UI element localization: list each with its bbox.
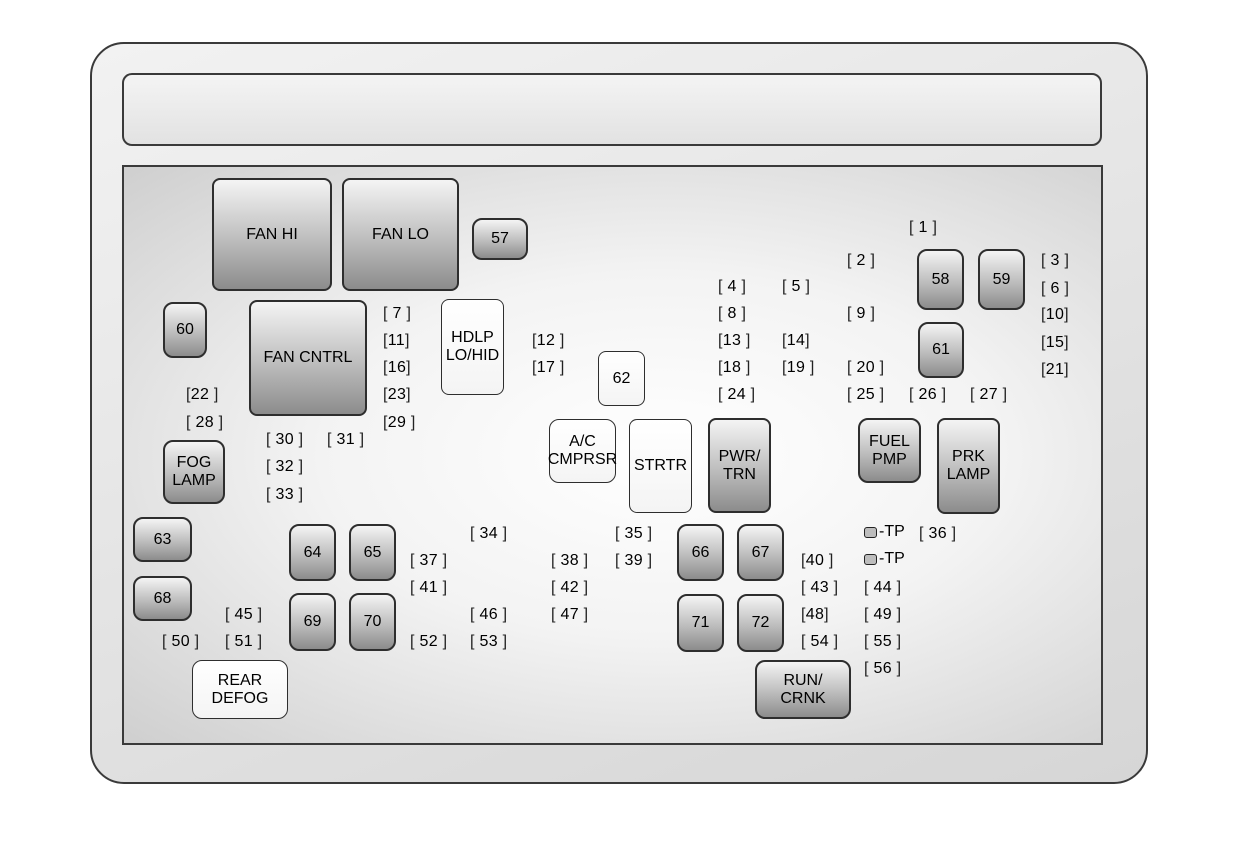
fan-cntrl-relay[interactable]: FAN CNTRL — [249, 300, 367, 416]
run-crnk-relay[interactable]: RUN/ CRNK — [755, 660, 851, 719]
hdlp-lo-hid-relay[interactable]: HDLP LO/HID — [441, 299, 504, 395]
fuse-55[interactable]: [ 55 ] — [864, 633, 902, 650]
fuse-26[interactable]: [ 26 ] — [909, 386, 947, 403]
fuse-46[interactable]: [ 46 ] — [470, 606, 508, 623]
fuse-21[interactable]: [21] — [1041, 361, 1069, 378]
fuse-47[interactable]: [ 47 ] — [551, 606, 589, 623]
fuse-24[interactable]: [ 24 ] — [718, 386, 756, 403]
relay-57[interactable]: 57 — [472, 218, 528, 260]
fuse-32[interactable]: [ 32 ] — [266, 458, 304, 475]
fuse-3[interactable]: [ 3 ] — [1041, 252, 1070, 269]
fuse-28[interactable]: [ 28 ] — [186, 414, 224, 431]
relay-71[interactable]: 71 — [677, 594, 724, 652]
fuse-36[interactable]: [ 36 ] — [919, 525, 957, 542]
fuse-42[interactable]: [ 42 ] — [551, 579, 589, 596]
test-point-2[interactable]: -TP — [864, 550, 905, 568]
fuse-44[interactable]: [ 44 ] — [864, 579, 902, 596]
fuse-10[interactable]: [10] — [1041, 306, 1069, 323]
fuse-7[interactable]: [ 7 ] — [383, 305, 412, 322]
test-point-icon — [864, 526, 877, 538]
fuse-29[interactable]: [29 ] — [383, 414, 416, 431]
fuse-11[interactable]: [11] — [383, 332, 410, 349]
relay-67[interactable]: 67 — [737, 524, 784, 581]
fuse-17[interactable]: [17 ] — [532, 359, 565, 376]
fuse-5[interactable]: [ 5 ] — [782, 278, 811, 295]
fuse-41[interactable]: [ 41 ] — [410, 579, 448, 596]
fog-lamp-relay[interactable]: FOG LAMP — [163, 440, 225, 504]
fuse-19[interactable]: [19 ] — [782, 359, 815, 376]
fuse-43[interactable]: [ 43 ] — [801, 579, 839, 596]
relay-64[interactable]: 64 — [289, 524, 336, 581]
relay-65[interactable]: 65 — [349, 524, 396, 581]
test-point-icon — [864, 553, 877, 565]
relay-63[interactable]: 63 — [133, 517, 192, 562]
strtr-relay[interactable]: STRTR — [629, 419, 692, 513]
relay-70[interactable]: 70 — [349, 593, 396, 651]
fuse-52[interactable]: [ 52 ] — [410, 633, 448, 650]
fuse-40[interactable]: [40 ] — [801, 552, 834, 569]
relay-69[interactable]: 69 — [289, 593, 336, 651]
fuse-37[interactable]: [ 37 ] — [410, 552, 448, 569]
relay-59[interactable]: 59 — [978, 249, 1025, 310]
fuel-pmp-relay[interactable]: FUEL PMP — [858, 418, 921, 483]
fuse-56[interactable]: [ 56 ] — [864, 660, 902, 677]
fuse-34[interactable]: [ 34 ] — [470, 525, 508, 542]
fuse-35[interactable]: [ 35 ] — [615, 525, 653, 542]
fuse-23[interactable]: [23] — [383, 386, 411, 403]
fuse-49[interactable]: [ 49 ] — [864, 606, 902, 623]
fuse-50[interactable]: [ 50 ] — [162, 633, 200, 650]
fuse-38[interactable]: [ 38 ] — [551, 552, 589, 569]
test-point-1[interactable]: -TP — [864, 523, 905, 541]
relay-62[interactable]: 62 — [598, 351, 645, 406]
relay-61[interactable]: 61 — [918, 322, 964, 378]
pwr-trn-relay[interactable]: PWR/ TRN — [708, 418, 771, 513]
fuse-20[interactable]: [ 20 ] — [847, 359, 885, 376]
fuse-51[interactable]: [ 51 ] — [225, 633, 263, 650]
relay-60[interactable]: 60 — [163, 302, 207, 358]
fuse-33[interactable]: [ 33 ] — [266, 486, 304, 503]
fuse-45[interactable]: [ 45 ] — [225, 606, 263, 623]
fuse-2[interactable]: [ 2 ] — [847, 252, 876, 269]
fuse-1[interactable]: [ 1 ] — [909, 219, 938, 236]
fuse-8[interactable]: [ 8 ] — [718, 305, 747, 322]
fuse-25[interactable]: [ 25 ] — [847, 386, 885, 403]
cover-label-strip — [122, 73, 1102, 146]
fan-lo-relay[interactable]: FAN LO — [342, 178, 459, 291]
fuse-22[interactable]: [22 ] — [186, 386, 219, 403]
fuse-15[interactable]: [15] — [1041, 334, 1069, 351]
relay-58[interactable]: 58 — [917, 249, 964, 310]
fuse-13[interactable]: [13 ] — [718, 332, 751, 349]
fuse-53[interactable]: [ 53 ] — [470, 633, 508, 650]
prk-lamp-relay[interactable]: PRK LAMP — [937, 418, 1000, 514]
fuse-4[interactable]: [ 4 ] — [718, 278, 747, 295]
fuse-14[interactable]: [14] — [782, 332, 810, 349]
fuse-48[interactable]: [48] — [801, 606, 829, 623]
fan-hi-relay[interactable]: FAN HI — [212, 178, 332, 291]
fuse-27[interactable]: [ 27 ] — [970, 386, 1008, 403]
fuse-30[interactable]: [ 30 ] — [266, 431, 304, 448]
ac-cmprsr-relay[interactable]: A/C CMPRSR — [548, 419, 617, 483]
fuse-18[interactable]: [18 ] — [718, 359, 751, 376]
fuse-9[interactable]: [ 9 ] — [847, 305, 876, 322]
fuse-16[interactable]: [16] — [383, 359, 411, 376]
rear-defog-relay[interactable]: REAR DEFOG — [192, 660, 288, 719]
fuse-54[interactable]: [ 54 ] — [801, 633, 839, 650]
relay-72[interactable]: 72 — [737, 594, 784, 652]
fuse-39[interactable]: [ 39 ] — [615, 552, 653, 569]
relay-68[interactable]: 68 — [133, 576, 192, 621]
fuse-31[interactable]: [ 31 ] — [327, 431, 365, 448]
fuse-6[interactable]: [ 6 ] — [1041, 280, 1070, 297]
relay-66[interactable]: 66 — [677, 524, 724, 581]
fuse-12[interactable]: [12 ] — [532, 332, 565, 349]
